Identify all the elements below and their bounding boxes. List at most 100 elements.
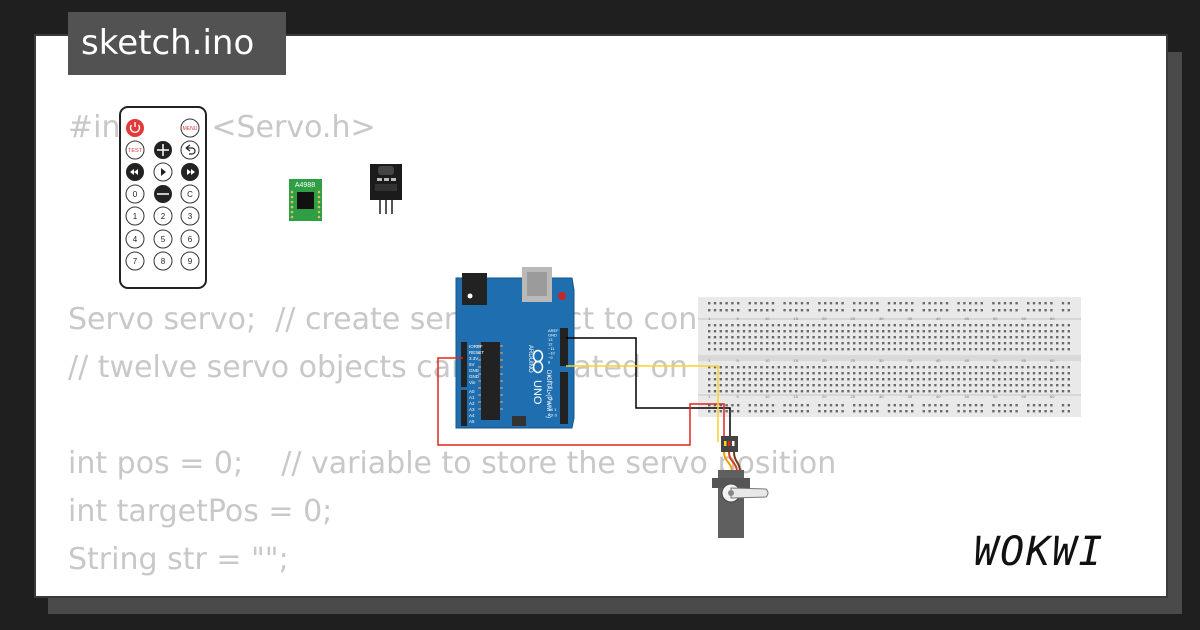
breadboard-hole[interactable] <box>777 342 780 345</box>
breadboard-hole[interactable] <box>998 390 1001 393</box>
breadboard-hole[interactable] <box>737 324 740 327</box>
breadboard-hole[interactable] <box>725 390 728 393</box>
breadboard-hole[interactable] <box>1038 366 1041 369</box>
breadboard-hole[interactable] <box>783 372 786 375</box>
breadboard-hole[interactable] <box>986 324 989 327</box>
breadboard-hole[interactable] <box>835 342 838 345</box>
breadboard-hole[interactable] <box>853 366 856 369</box>
breadboard-hole[interactable] <box>737 404 740 407</box>
breadboard-hole[interactable] <box>864 330 867 333</box>
breadboard-hole[interactable] <box>951 372 954 375</box>
breadboard-hole[interactable] <box>934 330 937 333</box>
breadboard-hole[interactable] <box>789 410 792 413</box>
breadboard-hole[interactable] <box>1027 378 1030 381</box>
breadboard-hole[interactable] <box>882 378 885 381</box>
breadboard-hole[interactable] <box>858 302 862 305</box>
ir-receiver[interactable] <box>370 164 402 214</box>
back-button[interactable] <box>180 140 200 160</box>
breadboard-hole[interactable] <box>1009 410 1012 413</box>
breadboard-hole[interactable] <box>922 348 925 351</box>
breadboard-hole[interactable] <box>1044 378 1047 381</box>
breadboard-hole[interactable] <box>957 372 960 375</box>
breadboard-hole[interactable] <box>1061 384 1065 387</box>
breadboard-hole[interactable] <box>835 348 838 351</box>
breadboard-hole[interactable] <box>748 302 751 305</box>
breadboard-hole[interactable] <box>1061 330 1065 333</box>
breadboard-hole[interactable] <box>928 302 931 305</box>
breadboard-hole[interactable] <box>1038 410 1041 413</box>
breadboard-hole[interactable] <box>748 330 751 333</box>
breadboard-hole[interactable] <box>742 324 746 327</box>
breadboard-hole[interactable] <box>806 309 809 312</box>
breadboard-hole[interactable] <box>725 378 728 381</box>
breadboard-hole[interactable] <box>1061 372 1065 375</box>
breadboard-hole[interactable] <box>719 309 722 312</box>
breadboard-hole[interactable] <box>1009 309 1012 312</box>
breadboard-hole[interactable] <box>777 348 780 351</box>
breadboard-hole[interactable] <box>725 384 728 387</box>
breadboard-hole[interactable] <box>998 342 1001 345</box>
breadboard-hole[interactable] <box>916 324 920 327</box>
breadboard-hole[interactable] <box>899 302 902 305</box>
breadboard-hole[interactable] <box>1009 378 1012 381</box>
breadboard-hole[interactable] <box>934 348 937 351</box>
breadboard-hole[interactable] <box>829 378 833 381</box>
breadboard-hole[interactable] <box>800 309 804 312</box>
breadboard-hole[interactable] <box>824 342 827 345</box>
breadboard-hole[interactable] <box>940 378 943 381</box>
breadboard-hole[interactable] <box>841 378 844 381</box>
breadboard-hole[interactable] <box>998 404 1001 407</box>
breadboard-hole[interactable] <box>771 366 775 369</box>
breadboard-hole[interactable] <box>824 302 827 305</box>
breadboard-hole[interactable] <box>992 342 995 345</box>
breadboard-hole[interactable] <box>748 390 751 393</box>
breadboard-hole[interactable] <box>1003 348 1007 351</box>
breadboard-hole[interactable] <box>800 378 804 381</box>
breadboard-hole[interactable] <box>1067 324 1070 327</box>
breadboard-hole[interactable] <box>853 309 856 312</box>
breadboard-hole[interactable] <box>858 330 862 333</box>
breadboard-hole[interactable] <box>870 302 873 305</box>
breadboard-hole[interactable] <box>957 330 960 333</box>
breadboard-hole[interactable] <box>969 378 972 381</box>
breadboard-hole[interactable] <box>893 378 896 381</box>
breadboard-hole[interactable] <box>945 330 949 333</box>
breadboard-hole[interactable] <box>957 384 960 387</box>
breadboard-hole[interactable] <box>928 366 931 369</box>
breadboard-hole[interactable] <box>818 378 821 381</box>
breadboard-hole[interactable] <box>742 348 746 351</box>
breadboard-hole[interactable] <box>853 372 856 375</box>
breadboard-hole[interactable] <box>934 378 937 381</box>
breadboard-hole[interactable] <box>818 342 821 345</box>
breadboard-hole[interactable] <box>812 372 815 375</box>
breadboard-hole[interactable] <box>922 372 925 375</box>
breadboard-hole[interactable] <box>789 384 792 387</box>
breadboard-hole[interactable] <box>812 348 815 351</box>
breadboard-hole[interactable] <box>940 302 943 305</box>
breadboard-hole[interactable] <box>934 302 937 305</box>
breadboard-hole[interactable] <box>998 348 1001 351</box>
breadboard-hole[interactable] <box>818 302 821 305</box>
breadboard-hole[interactable] <box>1044 390 1047 393</box>
breadboard-hole[interactable] <box>963 372 966 375</box>
breadboard-hole[interactable] <box>1067 336 1070 339</box>
breadboard-hole[interactable] <box>708 330 711 333</box>
breadboard-hole[interactable] <box>754 404 757 407</box>
breadboard-hole[interactable] <box>824 384 827 387</box>
breadboard-hole[interactable] <box>789 366 792 369</box>
breadboard-hole[interactable] <box>963 390 966 393</box>
breadboard-hole[interactable] <box>766 404 769 407</box>
breadboard-hole[interactable] <box>847 384 850 387</box>
breadboard-hole[interactable] <box>818 336 821 339</box>
breadboard-hole[interactable] <box>1009 404 1012 407</box>
breadboard-hole[interactable] <box>1044 330 1047 333</box>
breadboard-hole[interactable] <box>858 404 862 407</box>
breadboard-hole[interactable] <box>731 302 734 305</box>
breadboard-hole[interactable] <box>777 384 780 387</box>
breadboard-hole[interactable] <box>824 336 827 339</box>
breadboard-hole[interactable] <box>800 336 804 339</box>
breadboard-hole[interactable] <box>771 330 775 333</box>
breadboard-hole[interactable] <box>858 336 862 339</box>
breadboard-hole[interactable] <box>719 410 722 413</box>
